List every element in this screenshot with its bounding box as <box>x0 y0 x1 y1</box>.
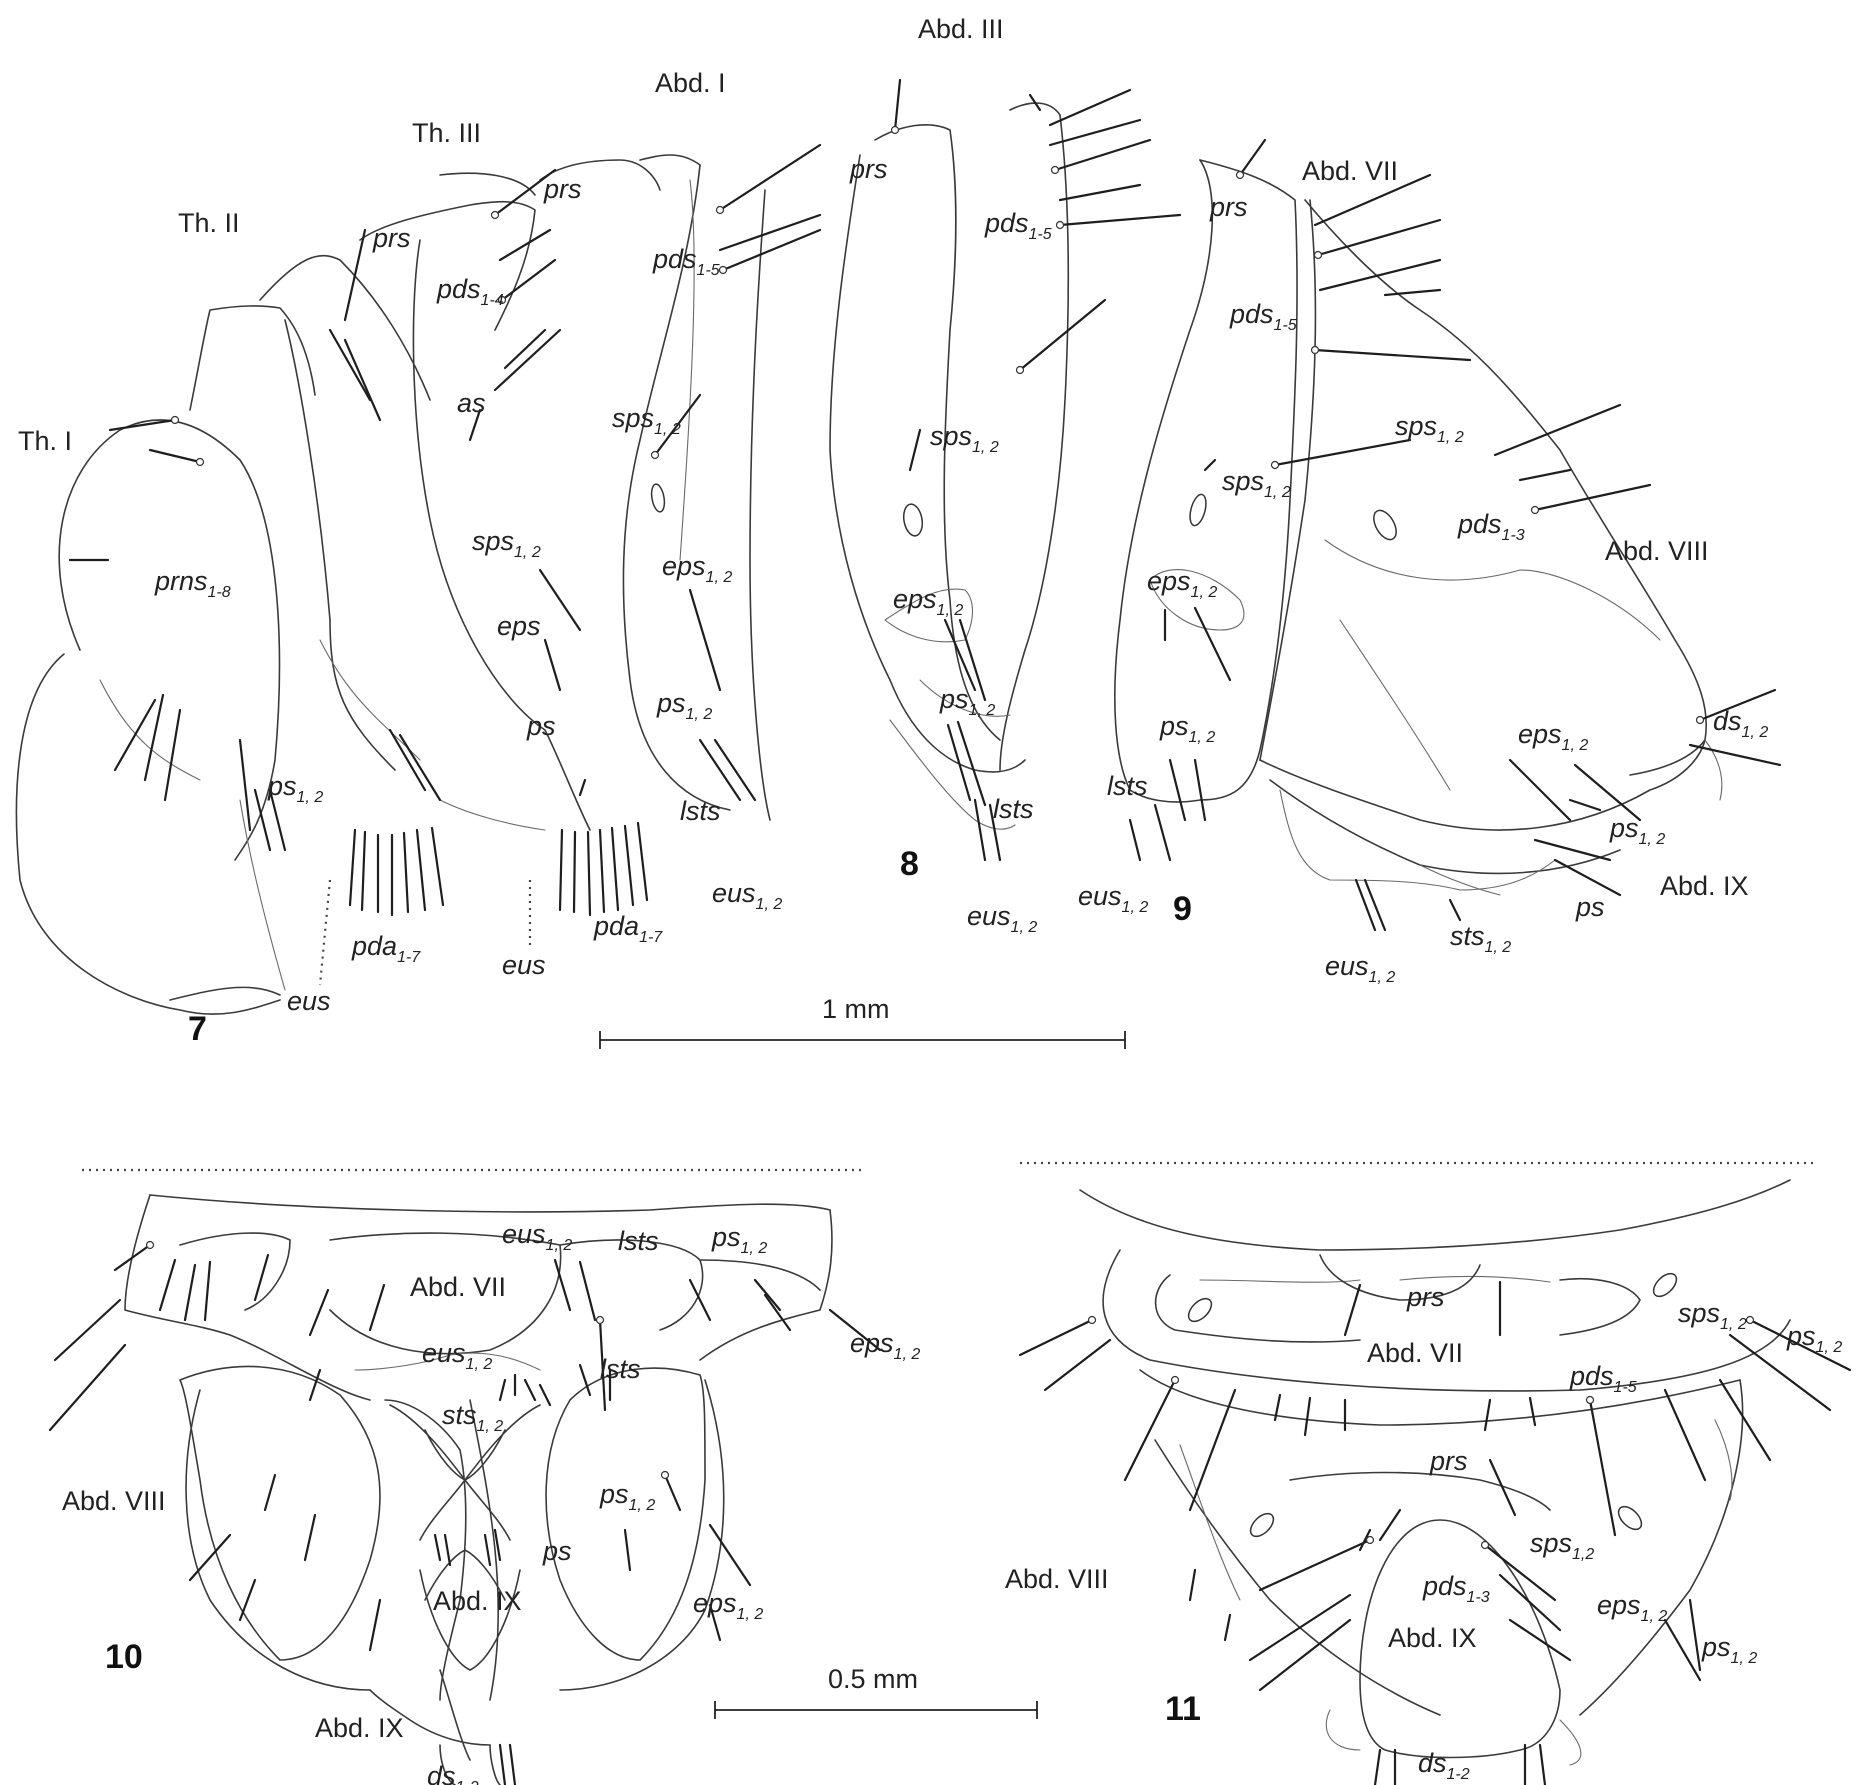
fig7-eps-th3-label: eps <box>497 611 541 641</box>
fig10-drawing <box>48 1194 882 1785</box>
fig7-pds-th3-label: pds1-4 <box>436 274 504 309</box>
fig11-abd9-label: Abd. IX <box>1388 1623 1477 1653</box>
fig10-lsts-b-label: lsts <box>600 1354 641 1384</box>
fig10-eus-a-label: eus1, 2 <box>502 1219 572 1254</box>
fig7-pds-abd1-label: pds1-5 <box>652 244 720 279</box>
fig10-sts-label: sts1, 2 <box>442 1400 503 1435</box>
fig10-eps-a-label: eps1, 2 <box>850 1328 920 1363</box>
fig11-prs8-label: prs <box>1429 1446 1468 1476</box>
fig9-number: 9 <box>1173 890 1192 928</box>
fig7-th1-label: Th. I <box>18 426 72 456</box>
fig11-pds8-label: pds1-3 <box>1422 1571 1490 1606</box>
fig7-th2-label: Th. II <box>178 208 240 238</box>
fig11-drawing <box>1018 1179 1852 1785</box>
fig7-sps-abd1-label: sps1, 2 <box>612 403 681 438</box>
fig10-ps-a-label: ps1, 2 <box>711 1222 767 1257</box>
fig8-segment-label: Abd. III <box>918 14 1004 44</box>
fig11-ps7-label: ps1, 2 <box>1786 1321 1842 1356</box>
scale-bar-05mm-label: 0.5 mm <box>828 1664 918 1694</box>
scale-bar-1mm <box>599 1031 1126 1049</box>
fig11-ps8-label: ps1, 2 <box>1701 1632 1757 1667</box>
fig7-prs-th3-label: prs <box>543 174 582 204</box>
fig7-sps-th3-label: sps1, 2 <box>472 526 541 561</box>
fig7-pda-a-label: pda1-7 <box>351 931 421 966</box>
fig10-number: 10 <box>105 1638 143 1676</box>
fig7-setae <box>68 143 822 917</box>
fig9-ps8-label: ps1, 2 <box>1609 813 1665 848</box>
fig8-drawing <box>829 78 1182 862</box>
fig11-pds7-label: pds1-5 <box>1569 1361 1637 1396</box>
fig9-drawing <box>1113 138 1782 932</box>
fig7-lsts-abd1-label: lsts <box>680 796 721 826</box>
fig11-abd7-label: Abd. VII <box>1367 1338 1463 1368</box>
fig9-ps7-label: ps1, 2 <box>1159 711 1215 746</box>
fig7-drawing <box>15 143 822 1015</box>
fig9-abd9-label: Abd. IX <box>1660 871 1749 901</box>
fig9-sps7a-label: sps1, 2 <box>1395 411 1464 446</box>
fig8-eps-label: eps1, 2 <box>893 584 963 619</box>
fig10-abd7-label: Abd. VII <box>410 1272 506 1302</box>
fig9-sps7b-label: sps1, 2 <box>1222 466 1291 501</box>
fig7-eps-abd1-label: eps1, 2 <box>662 551 732 586</box>
fig11-sps7-label: sps1, 2 <box>1678 1298 1747 1333</box>
fig10-ds-label: ds1-2 <box>427 1761 479 1785</box>
fig9-ps9-label: ps <box>1575 892 1605 922</box>
fig7-prs-th2-label: prs <box>372 223 411 253</box>
scale-bar-1mm-label: 1 mm <box>822 994 890 1024</box>
fig7-ps-th1-label: ps1, 2 <box>267 771 323 806</box>
fig9-ds-label: ds1, 2 <box>1713 706 1768 741</box>
fig9-eps8-label: eps1, 2 <box>1518 719 1588 754</box>
fig7-eus-a-label: eus <box>287 986 331 1016</box>
fig10-abd8-label: Abd. VIII <box>62 1486 166 1516</box>
fig9-eps7-label: eps1, 2 <box>1147 566 1217 601</box>
fig9-abd7-label: Abd. VII <box>1302 156 1398 186</box>
fig8-ps-label: ps1, 2 <box>939 684 995 719</box>
fig11-eps8-label: eps1, 2 <box>1597 1590 1667 1625</box>
fig7-prns-label: prns1-8 <box>154 566 231 601</box>
fig9-eus7-label: eus1, 2 <box>1078 881 1148 916</box>
fig10-eps-b-label: eps1, 2 <box>693 1588 763 1623</box>
fig11-number: 11 <box>1165 1690 1201 1728</box>
fig10-eus-b-label: eus1, 2 <box>422 1338 492 1373</box>
fig7-ps-abd1-label: ps1, 2 <box>656 688 712 723</box>
fig8-lsts-label: lsts <box>993 794 1034 824</box>
fig11-abd8-label: Abd. VIII <box>1005 1564 1109 1594</box>
fig8-pds-label: pds1-5 <box>984 208 1052 243</box>
fig7-pda-b-label: pda1-7 <box>593 911 663 946</box>
fig9-eus8-label: eus1, 2 <box>1325 951 1395 986</box>
fig9-sts-label: sts1, 2 <box>1450 921 1511 956</box>
fig7-th3-label: Th. III <box>412 118 481 148</box>
fig10-ps-c-label: ps <box>542 1536 572 1566</box>
fig10-abd9a-label: Abd. IX <box>433 1586 522 1616</box>
fig8-number: 8 <box>900 845 919 883</box>
fig8-sps-label: sps1, 2 <box>930 421 999 456</box>
fig7-number: 7 <box>188 1010 207 1048</box>
fig9-setae <box>1128 138 1782 932</box>
fig9-pds8-label: pds1-3 <box>1457 509 1525 544</box>
fig9-pds7-label: pds1-5 <box>1229 299 1297 334</box>
fig9-prs-label: prs <box>1209 192 1248 222</box>
fig11-ds-label: ds1-2 <box>1418 1748 1470 1783</box>
fig7-as-label: as <box>457 388 486 418</box>
fig8-prs-label: prs <box>849 154 888 184</box>
fig8-setae <box>890 78 1182 862</box>
fig10-abd9b-label: Abd. IX <box>315 1713 404 1743</box>
fig7-abd1-label: Abd. I <box>655 68 726 98</box>
fig10-setae <box>48 1240 882 1785</box>
fig11-sps8-label: sps1,2 <box>1530 1528 1594 1563</box>
fig11-setae <box>1018 1280 1852 1785</box>
fig7-eus-b-label: eus <box>502 950 546 980</box>
eus-pointer-a <box>318 879 332 986</box>
fig10-ps-b-label: ps1, 2 <box>599 1479 655 1514</box>
scale-bar-05mm <box>714 1701 1038 1719</box>
fig8-eus-label: eus1, 2 <box>967 901 1037 936</box>
fig7-ps-th3-label: ps <box>526 711 556 741</box>
fig7-eus-abd1-label: eus1, 2 <box>712 878 782 913</box>
fig11-prs7-label: prs <box>1406 1282 1445 1312</box>
fig9-abd8-label: Abd. VIII <box>1605 536 1709 566</box>
fig10-lsts-a-label: lsts <box>618 1226 659 1256</box>
fig9-lsts7-label: lsts <box>1107 771 1148 801</box>
